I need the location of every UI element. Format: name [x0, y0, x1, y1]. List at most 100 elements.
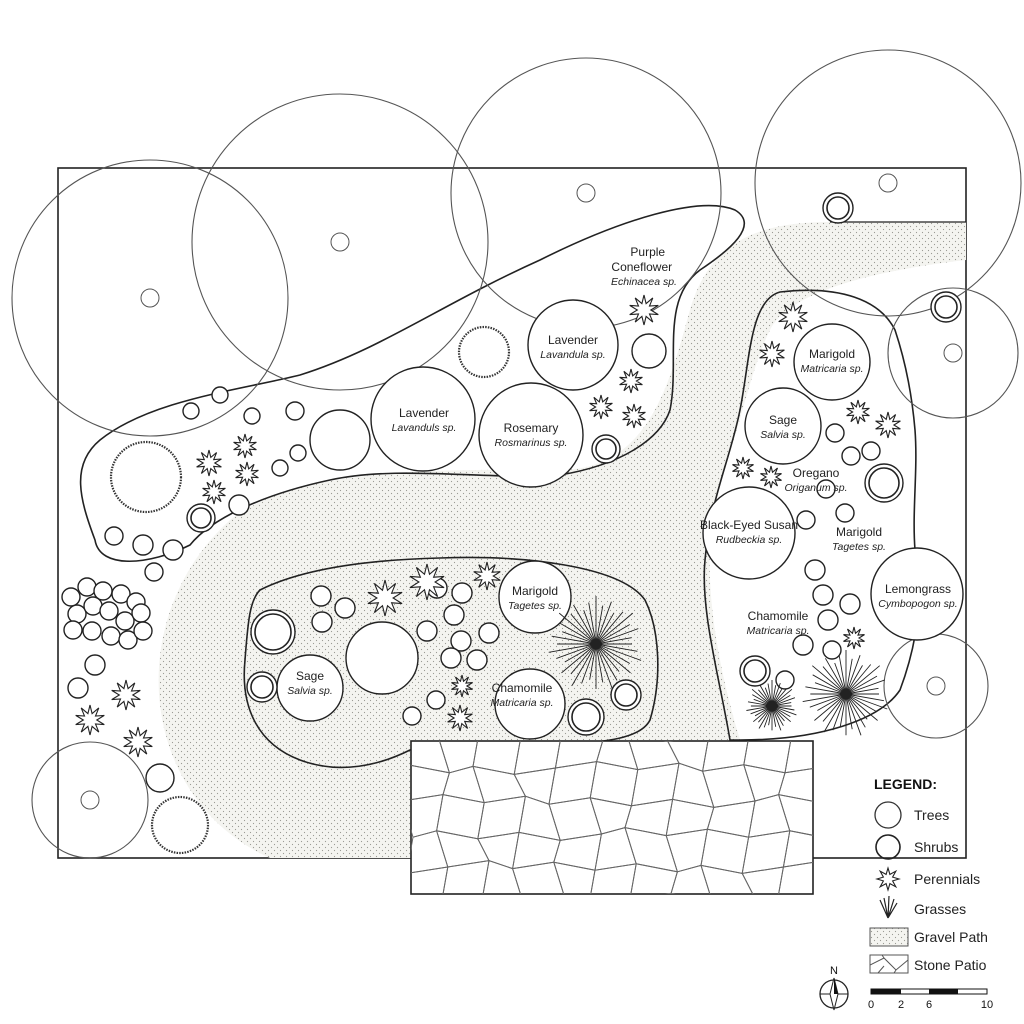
scale-tick-2: 2: [898, 999, 904, 1011]
shrub-icon: [875, 834, 901, 860]
shrub-icon: [289, 444, 307, 462]
legend-item-trees: Trees: [914, 807, 949, 823]
perennial-icon: [235, 461, 259, 487]
label-lavender-top: Lavender Lavanduls sp.: [548, 333, 598, 347]
shrub-icon: [84, 654, 106, 676]
grass-icon: [746, 680, 797, 731]
common-rosemary: Rosemary: [504, 421, 559, 435]
shrub-icon: [864, 463, 904, 503]
perennial-icon: [447, 704, 473, 732]
scale-bar: 0 2 6 10: [868, 988, 993, 1011]
shrub-icon: [451, 582, 473, 604]
sci-chamomile-center: Matricaria sp.: [490, 697, 553, 709]
shrub-icon: [426, 690, 446, 710]
shrub-icon: [450, 630, 472, 652]
stone-swatch: [869, 954, 909, 974]
legend-item-stone-patio: Stone Patio: [914, 957, 987, 973]
shrub-icon: [61, 587, 81, 607]
shrub-icon: [228, 494, 250, 516]
sci-sage-right: Salvia sp.: [760, 429, 806, 441]
legend-item-grasses: Grasses: [914, 901, 966, 917]
perennial-icon: [846, 399, 870, 425]
shrub-icon: [835, 503, 855, 523]
legend-item-perennials: Perennials: [914, 871, 980, 887]
tree-icon: [31, 741, 149, 859]
shrub-icon: [930, 291, 962, 323]
shrub-icon: [250, 609, 296, 655]
grasses: [548, 596, 888, 736]
perennial-icon: [732, 456, 754, 480]
shrub-icon: [345, 621, 419, 695]
shrub-icon: [816, 479, 836, 499]
shrub-icon: [416, 620, 438, 642]
shrub-icon: [243, 407, 261, 425]
tree-icon: [883, 633, 989, 739]
scale-tick-6: 6: [926, 999, 932, 1011]
shrub-icon: [77, 577, 97, 597]
shrub-icon: [466, 649, 488, 671]
bed-right: [703, 289, 920, 741]
shrub-icon: [478, 622, 500, 644]
shrub-icon: [870, 547, 964, 641]
legend-item-shrubs: Shrubs: [914, 839, 958, 855]
shrub-icon: [309, 409, 371, 471]
perennial-icon: [843, 626, 865, 650]
common-chamomile-right: Chamomile: [748, 609, 809, 623]
shrub-icon: [822, 192, 854, 224]
shrub-icon: [478, 382, 584, 488]
perennial-icon: [473, 561, 501, 591]
shrub-icon: [133, 621, 153, 641]
perennials: [75, 294, 901, 758]
sci-black-eyed-susan: Rudbeckia sp.: [716, 534, 783, 546]
shrub-icon: [812, 584, 834, 606]
shrub-icon: [793, 323, 871, 401]
shrub-icon: [825, 423, 845, 443]
north-arrow: N: [819, 965, 849, 1011]
shrub-icon: [841, 446, 861, 466]
sci-marigold-center: Tagetes sp.: [508, 600, 562, 612]
perennial-icon: [622, 403, 646, 429]
perennial-icon: [759, 340, 785, 368]
tree-icon: [754, 49, 1022, 317]
shrub-icon: [631, 333, 667, 369]
shrub-icon: [792, 634, 814, 656]
shrub-icon: [822, 640, 842, 660]
shrub-icon: [132, 534, 154, 556]
sci-oregano: Origanum sp.: [784, 482, 847, 494]
perennial-icon: [760, 465, 782, 489]
perennial-icon: [875, 866, 901, 892]
shrub-icon: [118, 630, 138, 650]
shrub-icon: [67, 677, 89, 699]
shrub-icon: [115, 611, 135, 631]
shrub-icon: [775, 670, 795, 690]
shrub-icon: [186, 503, 216, 533]
perennial-icon: [778, 301, 808, 333]
shrub-icon: [839, 593, 861, 615]
shrub-icon: [610, 679, 642, 711]
tree-icon: [450, 57, 722, 329]
common-marigold-center: Marigold: [512, 584, 558, 598]
scale-tick-0: 0: [868, 999, 874, 1011]
perennial-icon: [233, 433, 257, 459]
legend: LEGEND: Trees Shrubs Perennials Grasses …: [869, 776, 988, 974]
common-sage-right: Sage: [769, 413, 797, 427]
common-lavender-left: Lavender: [399, 406, 449, 420]
shrub-icon: [271, 459, 289, 477]
perennial-icon: [202, 479, 226, 505]
shrub-icon: [498, 560, 572, 634]
shrub-icon: [334, 597, 356, 619]
shrub-icon: [440, 647, 462, 669]
gravel-path: [158, 222, 966, 858]
sci-rosemary: Rosmarinus sp.: [495, 437, 568, 449]
tree-icon: [191, 93, 489, 391]
common-marigold-right-mid: Marigold: [836, 525, 882, 539]
sci-chamomile-right: Matricaria sp.: [746, 625, 809, 637]
perennial-icon: [409, 563, 445, 601]
shrub-icon: [443, 604, 465, 626]
